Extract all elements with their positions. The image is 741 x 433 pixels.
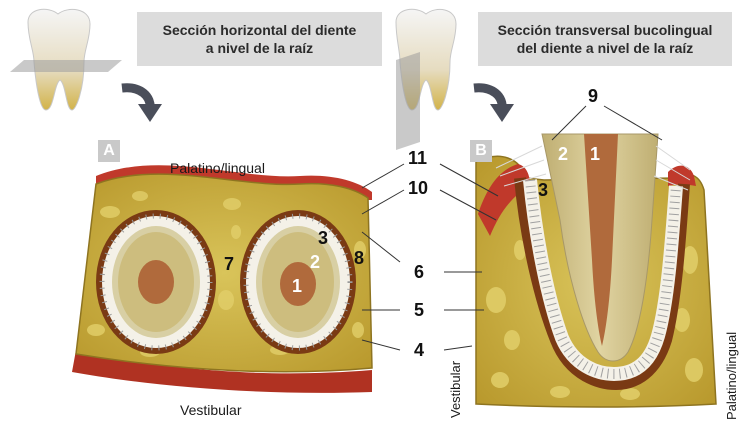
number-9: 9 <box>588 86 598 107</box>
number-3b: 3 <box>538 180 548 201</box>
number-10: 10 <box>408 178 428 199</box>
arrow-icon-b <box>474 88 514 122</box>
number-7: 7 <box>224 254 234 275</box>
label-palatino-side: Palatino/lingual <box>724 332 739 420</box>
title-bucolingual-section: Sección transversal bucolingual del dien… <box>478 12 732 66</box>
number-11: 11 <box>408 148 427 169</box>
number-1b: 1 <box>590 144 600 165</box>
number-2b: 2 <box>558 144 568 165</box>
tooth-icon-a <box>10 9 122 110</box>
title-b-line2: del diente a nivel de la raíz <box>478 39 732 57</box>
title-a-line2: a nivel de la raíz <box>137 39 382 57</box>
number-4: 4 <box>414 340 424 361</box>
number-3a: 3 <box>318 228 328 249</box>
label-vestibular-bottom: Vestibular <box>180 402 241 418</box>
label-palatino-top: Palatino/lingual <box>170 160 265 176</box>
title-a-line1: Sección horizontal del diente <box>137 21 382 39</box>
bucolingual-section <box>476 134 716 407</box>
horizontal-section <box>72 165 372 393</box>
number-8: 8 <box>354 248 364 269</box>
title-horizontal-section: Sección horizontal del diente a nivel de… <box>137 12 382 66</box>
tooth-icon-b <box>396 9 456 150</box>
number-1a: 1 <box>292 276 302 297</box>
arrow-icon-a <box>122 88 162 122</box>
panel-tag-b: B <box>470 140 492 162</box>
number-6: 6 <box>414 262 424 283</box>
title-b-line1: Sección transversal bucolingual <box>478 21 732 39</box>
number-5: 5 <box>414 300 424 321</box>
label-vestibular-side: Vestibular <box>448 361 463 418</box>
number-2a: 2 <box>310 252 320 273</box>
panel-tag-a: A <box>98 140 120 162</box>
